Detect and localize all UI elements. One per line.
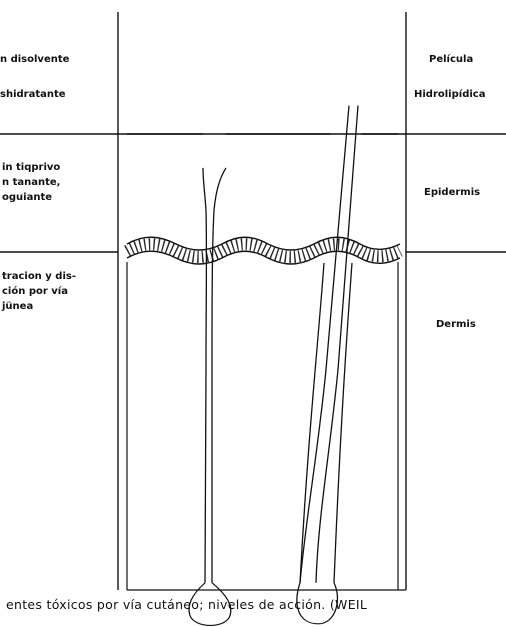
right-label-film-line-1: Película [429,53,473,67]
right-label-epidermis: Epidermis [424,186,480,200]
basal-layer-wave-upper [127,237,400,250]
left-label-bottom-line-1: tracion y dis- [2,270,76,284]
left-label-middle-line-1: in tiqprivo [2,161,60,175]
left-label-bottom-line-3: jünea [2,300,33,314]
left-label-top-line-2: shidratante [0,88,66,102]
sweat-duct-outline-left [203,168,206,583]
hair-shaft-left-edge [300,106,349,583]
left-label-top-line-1: n disolvente [0,53,69,67]
sweat-duct-outline-right [212,168,226,583]
right-label-film-line-2: Hidrolipídica [414,88,485,102]
left-label-bottom-line-2: ción por vía [2,285,68,299]
right-label-dermis: Dermis [436,318,476,332]
figure-caption: entes tóxicos por vía cutáneo; niveles d… [6,597,367,612]
left-label-middle-line-3: oguiante [2,191,52,205]
left-label-middle-line-2: n tanante, [2,176,60,190]
